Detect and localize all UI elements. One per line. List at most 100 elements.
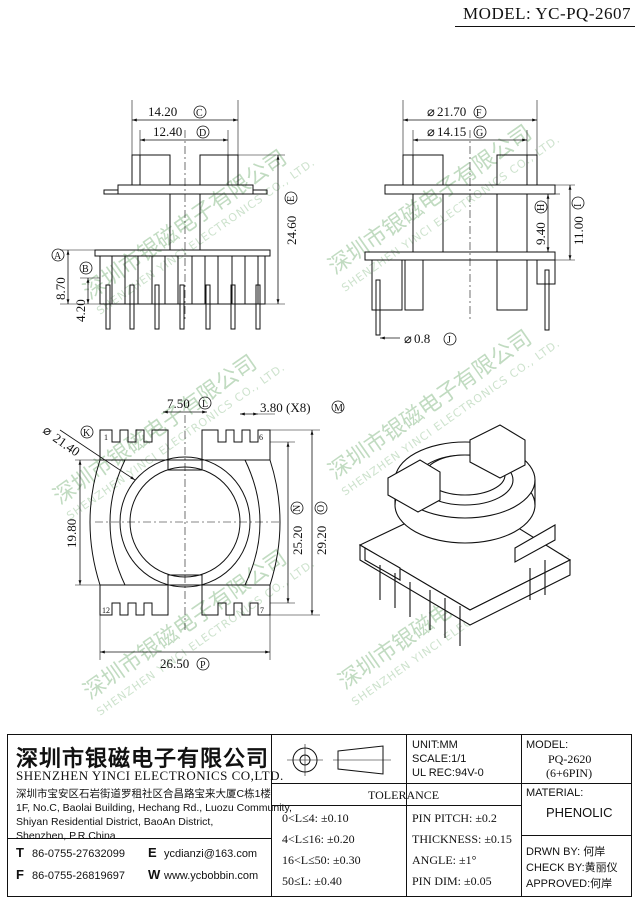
address-en-2: Shiyan Residential District, BaoAn Distr…: [16, 816, 214, 828]
dim-h-value: 9.40: [533, 222, 548, 245]
divider: [521, 735, 522, 896]
divider: [521, 783, 631, 784]
address-cn: 深圳市宝安区石岩街道罗租社区合昌路宝来大厦C栋1楼: [16, 788, 271, 800]
dim-d-value: 12.40: [153, 124, 182, 139]
tol2-row-1: PIN PITCH: ±0.2: [412, 811, 497, 825]
company-name-cn: 深圳市银磁电子有限公司: [16, 747, 270, 772]
dim-p-value: 26.50: [160, 656, 189, 671]
callout-l: [198, 396, 212, 410]
tol2-row-2: THICKNESS: ±0.15: [412, 832, 512, 846]
check-by: CHECK BY:黄丽仪: [526, 862, 618, 874]
callout-g: [473, 125, 487, 139]
dim-i-value: 11.00: [571, 216, 586, 245]
dim-k-value: 21.40: [50, 430, 83, 459]
pin-label-1: 1: [104, 433, 108, 442]
divider: [8, 838, 271, 839]
dim-m-value: 3.80 (X8): [260, 400, 311, 415]
tel-value: 86-0755-27632099: [32, 848, 125, 860]
dim-a-value: 8.70: [53, 277, 68, 300]
callout-m: [331, 400, 345, 414]
fax-value: 86-0755-26819697: [32, 870, 125, 882]
dim-i-letter: I: [573, 204, 584, 207]
tel-key: T: [16, 845, 24, 860]
callout-k: [80, 425, 94, 439]
model-pins: (6+6PIN): [546, 766, 593, 780]
dim-f-value: 21.70: [437, 104, 466, 119]
side-view: [364, 100, 575, 340]
callout-h: [534, 200, 548, 214]
contact-tel: T 86-0755-27632099: [16, 845, 125, 860]
dim-o-letter: O: [316, 505, 327, 512]
dim-n-letter: N: [292, 505, 303, 512]
drawn-by: DRWN BY: 何岸: [526, 846, 606, 858]
watermark-en-5: SHENZHEN YINCI ELECTRONICS CO., LTD.: [94, 557, 317, 719]
watermark-cn-1: 深圳市银磁电子有限公司: [79, 146, 292, 305]
web-value[interactable]: www.ycbobbin.com: [164, 870, 259, 882]
material-label: MATERIAL:: [526, 787, 584, 799]
ul-rec: UL REC:94V-0: [412, 767, 484, 779]
dim-j-letter: J: [447, 335, 451, 346]
dim-c-letter: C: [196, 108, 203, 119]
dim-l-letter: L: [202, 399, 208, 410]
dim-g-phi: ⌀: [427, 124, 435, 139]
dim-f-letter: F: [476, 108, 482, 119]
callout-o: [314, 501, 328, 515]
dim-d-letter: D: [199, 128, 206, 139]
dim-c-value: 14.20: [148, 104, 177, 119]
model-value: PQ-2620: [548, 752, 592, 766]
dim-h-letter: H: [536, 204, 547, 211]
tol-row-3: 16<L≤50: ±0.30: [282, 853, 361, 867]
dim-k-letter: K: [83, 428, 91, 439]
tol-row-4: 50≤L: ±0.40: [282, 874, 342, 888]
divider: [271, 783, 521, 784]
technical-drawing: 深圳市银磁电子有限公司 SHENZHEN YINCI ELECTRONICS C…: [40, 100, 586, 719]
divider: [406, 735, 407, 896]
email-value[interactable]: ycdianzi@163.com: [164, 848, 258, 860]
watermark: 深圳市银磁电子有限公司 SHENZHEN YINCI ELECTRONICS C…: [49, 121, 573, 719]
isometric-view: [358, 424, 572, 646]
scale: SCALE:1/1: [412, 753, 467, 765]
company-name-en: SHENZHEN YINCI ELECTRONICS CO,LTD.: [16, 768, 284, 783]
dim-n-value: 25.20: [290, 526, 305, 555]
divider: [271, 805, 521, 806]
dim-j-phi: ⌀: [404, 331, 412, 346]
title-block: 深圳市银磁电子有限公司 SHENZHEN YINCI ELECTRONICS C…: [7, 734, 632, 897]
email-key: E: [148, 845, 157, 860]
watermark-cn-5: 深圳市银磁电子有限公司: [79, 546, 292, 705]
top-view-labels: 7.50 L 3.80 (X8) M ⌀ 21.40 K 19.80 25.20…: [40, 396, 345, 671]
dim-e-value: 24.60: [284, 216, 299, 245]
model-title: MODEL: YC-PQ-2607: [463, 4, 631, 23]
tolerance-title: TOLERANCE: [368, 788, 440, 802]
watermark-cn-2: 深圳市银磁电子有限公司: [324, 121, 537, 280]
dim-j-value: 0.8: [414, 331, 430, 346]
callout-f: [473, 105, 487, 119]
tol2-row-4: PIN DIM: ±0.05: [412, 874, 492, 888]
top-view: [59, 410, 320, 660]
approved-by: APPROVED:何岸: [526, 878, 613, 890]
model-underline: [455, 26, 635, 27]
front-view: [60, 100, 285, 330]
pin-label-7: 7: [260, 606, 264, 615]
divider: [271, 735, 272, 896]
address-en-3: Shenzhen, P.R.China: [16, 830, 116, 842]
front-view-labels: 14.20 C 12.40 D 24.60 E 8.70 A 4.20 B: [51, 104, 299, 322]
callout-j: [443, 332, 457, 346]
divider: [521, 835, 631, 836]
pin-label-6: 6: [259, 433, 263, 442]
dim-p-letter: P: [200, 660, 206, 671]
dim-g-value: 14.15: [437, 124, 466, 139]
callout-p: [196, 657, 210, 671]
dim-f-phi: ⌀: [427, 104, 435, 119]
material-value: PHENOLIC: [546, 805, 613, 820]
pin-label-12: 12: [102, 606, 110, 615]
projection-symbol: [287, 744, 391, 776]
side-view-labels: ⌀ 21.70 F ⌀ 14.15 G 9.40 H 11.00 I ⌀ 0.8…: [404, 104, 586, 346]
dim-m-letter: M: [334, 403, 343, 414]
model-label: MODEL:: [526, 739, 569, 751]
dim-o-value: 29.20: [314, 526, 329, 555]
web-key: W: [148, 867, 161, 882]
dim-g-letter: G: [476, 128, 483, 139]
dim-l-value: 7.50: [167, 396, 190, 411]
